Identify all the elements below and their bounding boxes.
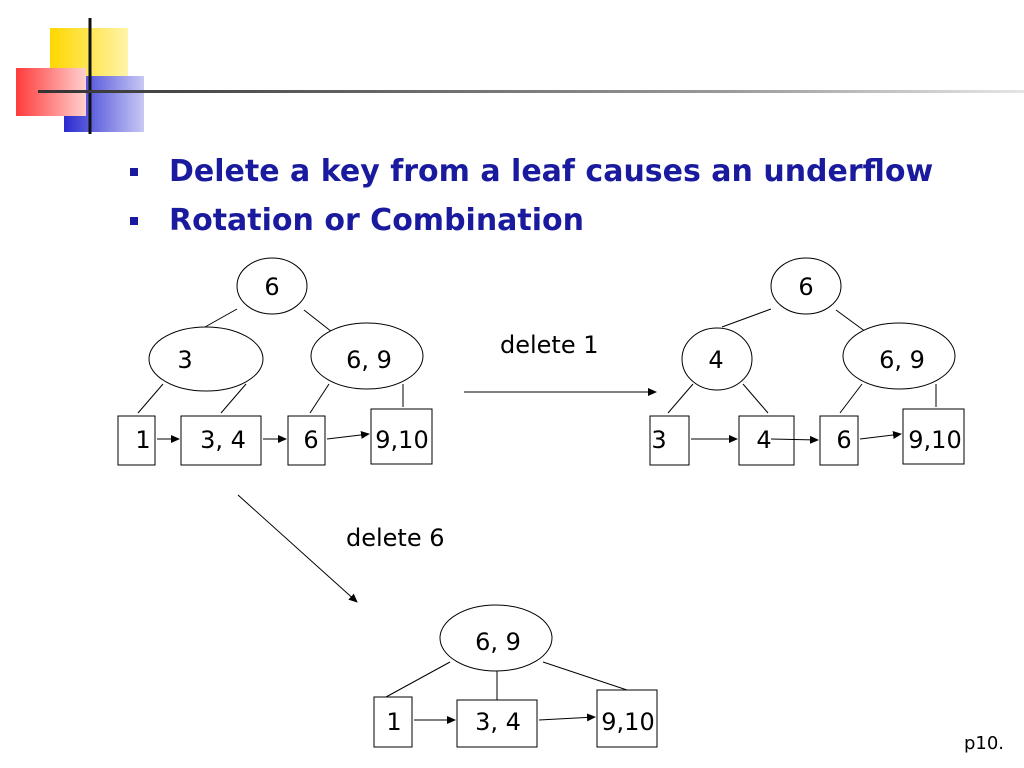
- tree-node-label: 6: [264, 273, 279, 301]
- leaf-label: 6: [836, 426, 851, 454]
- transform-arrow-delete-1: delete 1: [464, 331, 657, 396]
- edge: [721, 308, 772, 328]
- leaf-link-arrow: [859, 430, 902, 440]
- leaf-node: [180, 415, 262, 466]
- leaf-node: [819, 415, 859, 466]
- edge: [742, 383, 769, 414]
- leaf-node: [902, 408, 965, 465]
- bullet-item: Rotation or Combination: [130, 199, 933, 248]
- leaf-node: [596, 689, 658, 748]
- leaf-link-arrow: [326, 430, 370, 440]
- leaf-node: [649, 415, 690, 466]
- edge: [835, 309, 867, 333]
- tree-after-delete-1: 6 4 6, 9 3 4 6 9,10: [649, 257, 965, 466]
- edge: [204, 308, 238, 328]
- bullet-item: Delete a key from a leaf causes an under…: [130, 150, 933, 199]
- leaf-node: [373, 696, 413, 748]
- leaf-node: [117, 415, 156, 466]
- edge: [839, 383, 863, 414]
- edge: [385, 661, 451, 698]
- tree-node: [148, 326, 264, 392]
- leaf-label: 9,10: [601, 708, 654, 736]
- tree-node-label: 6: [798, 273, 813, 301]
- tree-node-label: 6, 9: [346, 346, 392, 374]
- edge: [309, 383, 330, 414]
- leaf-node: [287, 415, 326, 466]
- leaf-node: [370, 408, 433, 465]
- transform-arrow-delete-6: delete 6: [237, 494, 445, 603]
- leaf-node: [738, 415, 795, 466]
- edge: [542, 661, 628, 691]
- bullet-text: Rotation or Combination: [169, 203, 585, 238]
- bullet-list: Delete a key from a leaf causes an under…: [130, 150, 933, 248]
- tree-node: [310, 322, 424, 390]
- leaf-link-arrow: [538, 713, 596, 722]
- leaf-label: 3, 4: [475, 708, 521, 736]
- leaf-label: 9,10: [375, 426, 428, 454]
- leaf-label: 9,10: [908, 426, 961, 454]
- tree-node: [681, 327, 753, 391]
- leaf-label: 6: [303, 426, 318, 454]
- leaf-label: 4: [756, 426, 771, 454]
- leaf-label: 1: [135, 426, 150, 454]
- tree-node: [770, 257, 842, 315]
- edge: [303, 309, 333, 333]
- edge: [137, 383, 164, 414]
- tree-node: [842, 322, 956, 390]
- leaf-label: 3: [651, 426, 666, 454]
- leaf-link-arrow: [770, 435, 819, 444]
- tree-node-label: 6, 9: [475, 628, 521, 656]
- tree-node-label: 6, 9: [879, 346, 925, 374]
- bullet-square-icon: [130, 217, 138, 225]
- arrow-label: delete 6: [346, 524, 445, 552]
- tree-node: [236, 257, 308, 315]
- slide-logo: [16, 18, 144, 134]
- leaf-label: 3, 4: [200, 426, 246, 454]
- page-number: p10.: [963, 733, 1004, 754]
- tree-node-label: 3: [177, 346, 192, 374]
- leaf-label: 1: [386, 708, 401, 736]
- bullet-text: Delete a key from a leaf causes an under…: [169, 154, 934, 189]
- arrow-line: [237, 494, 358, 603]
- edge: [667, 383, 694, 414]
- arrow-label: delete 1: [500, 331, 599, 359]
- tree-before: 6 3 6, 9 1 3, 4 6 9,10: [117, 257, 433, 466]
- title-rule: [38, 90, 1024, 93]
- leaf-node: [456, 699, 538, 748]
- tree-node: [439, 604, 553, 672]
- tree-after-delete-6: 6, 9 1 3, 4 9,10: [373, 604, 658, 748]
- edge: [220, 383, 247, 414]
- bullet-square-icon: [130, 168, 138, 176]
- tree-node-label: 4: [708, 346, 723, 374]
